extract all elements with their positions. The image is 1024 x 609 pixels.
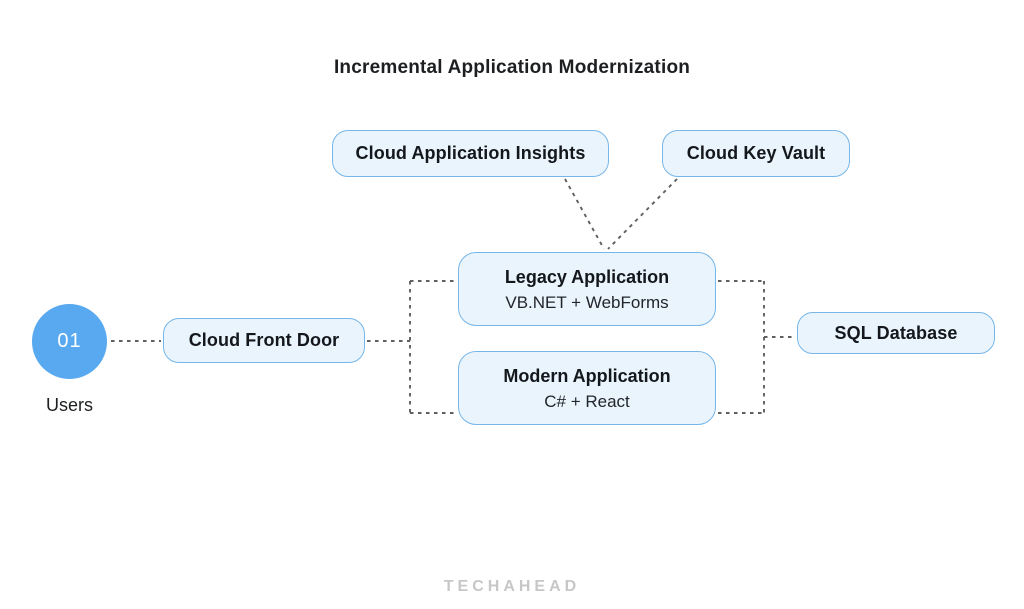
- users-step-number: 01: [57, 330, 82, 352]
- node-cloud-front-door: Cloud Front Door: [163, 318, 365, 363]
- node-legacy-application: Legacy Application VB.NET + WebForms: [458, 252, 716, 326]
- techahead-watermark: TECHAHEAD: [443, 578, 581, 595]
- node-cloud-application-insights: Cloud Application Insights: [332, 130, 609, 177]
- node-cloud-key-vault: Cloud Key Vault: [662, 130, 850, 177]
- node-sql-database: SQL Database: [797, 312, 995, 354]
- users-step-circle: 01: [32, 304, 107, 379]
- node-cloud-front-door-label: Cloud Front Door: [188, 330, 340, 350]
- diagram-title: Incremental Application Modernization: [333, 57, 691, 78]
- node-modern-application: Modern Application C# + React: [458, 351, 716, 425]
- connector-insights-to-legacy: [564, 178, 605, 250]
- node-cloud-key-vault-label: Cloud Key Vault: [686, 143, 826, 163]
- node-cloud-application-insights-label: Cloud Application Insights: [355, 143, 586, 163]
- node-modern-application-subtitle: C# + React: [544, 391, 630, 411]
- node-legacy-application-title: Legacy Application: [504, 266, 670, 287]
- node-legacy-application-subtitle: VB.NET + WebForms: [505, 292, 669, 312]
- connector-keyvault-to-legacy: [607, 178, 678, 250]
- node-modern-application-title: Modern Application: [503, 365, 671, 386]
- users-label: Users: [45, 395, 93, 415]
- node-sql-database-label: SQL Database: [834, 322, 958, 343]
